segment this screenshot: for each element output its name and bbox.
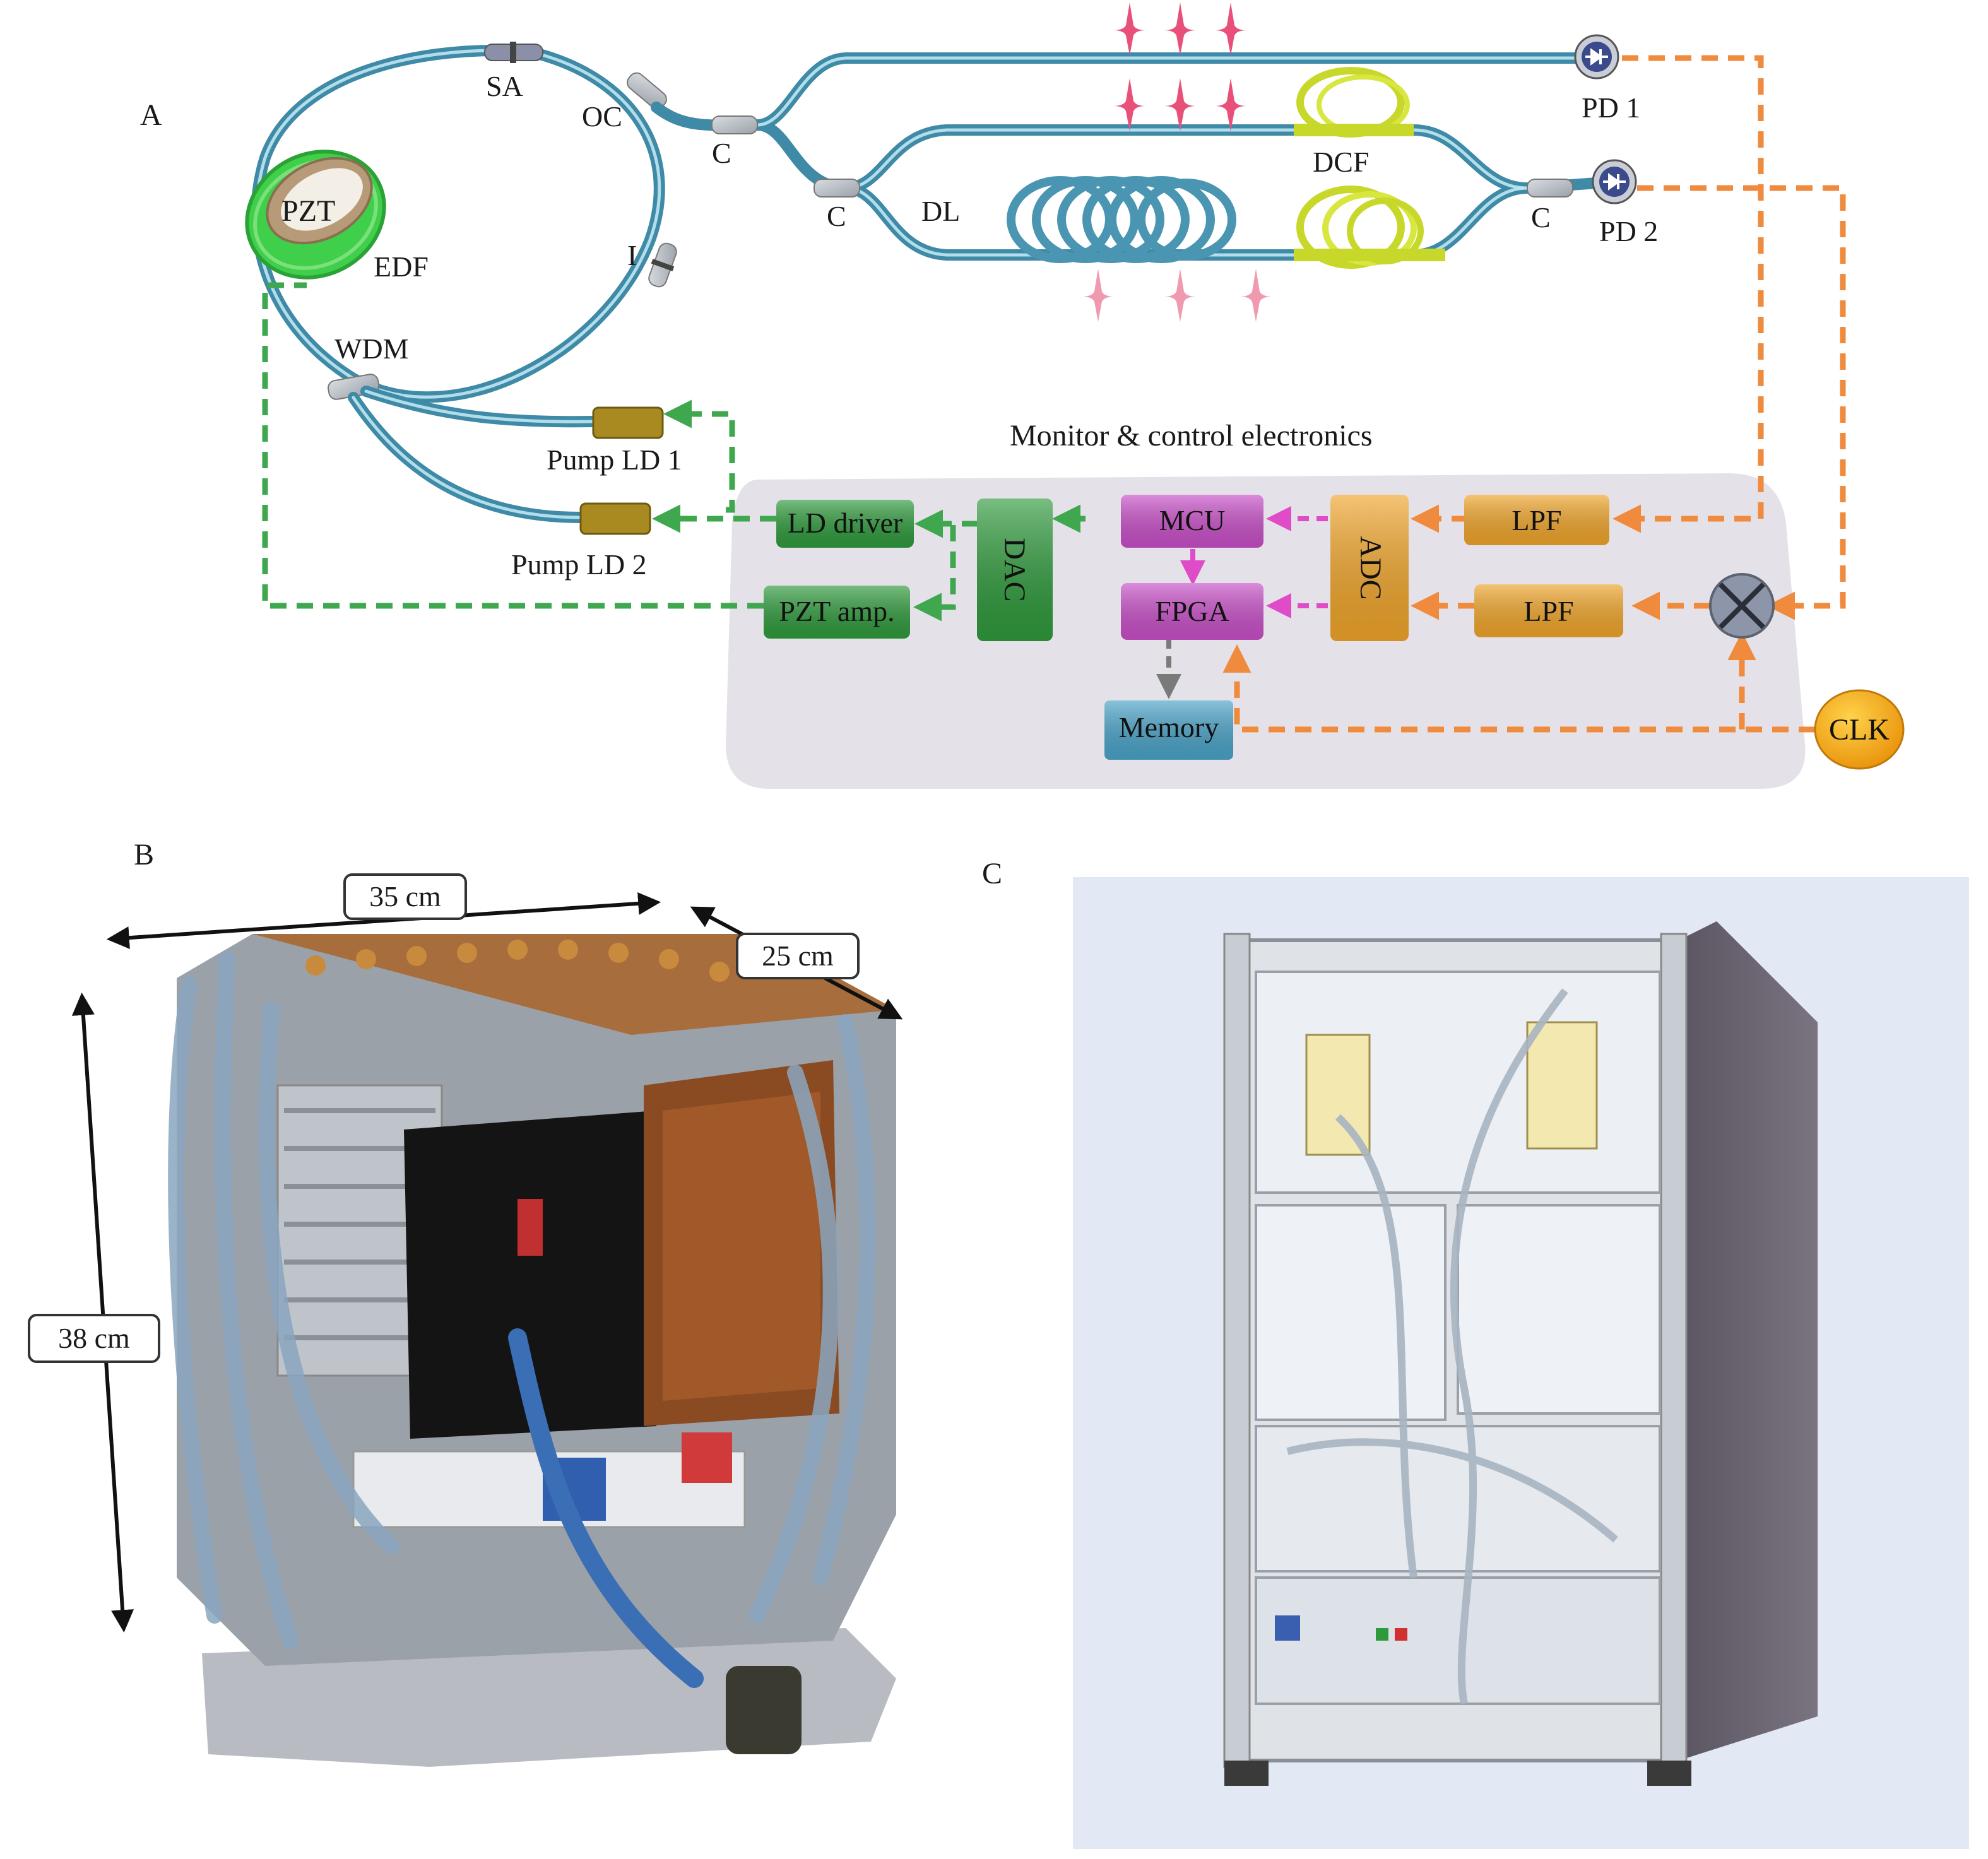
label-c-1: C — [712, 137, 731, 169]
isolator-component — [648, 242, 677, 288]
label-edf: EDF — [374, 251, 429, 283]
fpga-block: FPGA — [1121, 583, 1263, 640]
digital-lines — [1156, 506, 1328, 699]
label-pump-ld-2: Pump LD 2 — [511, 548, 647, 581]
lpf-block-2: LPF — [1474, 584, 1623, 637]
green-control-lines — [262, 282, 1086, 622]
coupler-1 — [711, 115, 758, 134]
pd1-icon — [1574, 34, 1619, 80]
orange-signal-lines — [1222, 55, 1846, 733]
dim-width-text: 35 cm — [369, 880, 441, 912]
lpf-block-1: LPF — [1464, 495, 1609, 545]
delay-line-coil — [1007, 176, 1236, 263]
mcu-label: MCU — [1159, 504, 1226, 536]
dac-block: DAC — [977, 499, 1053, 641]
dcf-coil-lower — [1294, 186, 1445, 269]
label-wdm: WDM — [334, 333, 409, 365]
dim-label-width: 35 cm — [343, 873, 467, 920]
pulse-train-bottom — [1082, 269, 1272, 322]
label-pd2: PD 2 — [1599, 215, 1658, 247]
label-dcf: DCF — [1313, 146, 1369, 178]
oc-component — [627, 72, 667, 110]
dim-label-height: 38 cm — [28, 1314, 160, 1363]
output-fibers — [651, 52, 1602, 261]
adc-label: ADC — [1354, 536, 1387, 599]
fpga-label: FPGA — [1155, 595, 1229, 627]
label-oc: OC — [582, 100, 622, 133]
width-arrow — [106, 892, 661, 950]
dim-label-depth: 25 cm — [736, 933, 860, 979]
coupler-3 — [1527, 179, 1573, 198]
pd2-icon — [1592, 159, 1637, 204]
pzt-amp-label: PZT amp. — [779, 595, 894, 627]
mcu-block: MCU — [1121, 495, 1263, 548]
label-c-2: C — [827, 200, 846, 232]
clk-label: CLK — [1829, 713, 1890, 747]
label-dl: DL — [921, 195, 960, 227]
panel-label-b: B — [134, 838, 154, 871]
lpf-label-1: LPF — [1512, 504, 1561, 536]
dac-label: DAC — [998, 538, 1031, 601]
photo-rack-system — [1073, 877, 1969, 1849]
pzt-amp-block: PZT amp. — [764, 586, 910, 639]
ld-driver-label: LD driver — [788, 507, 903, 539]
height-arrow — [71, 992, 134, 1633]
clk-block: CLK — [1814, 689, 1905, 770]
label-sa: SA — [486, 70, 523, 102]
pump-ld-2-block — [579, 502, 651, 535]
ld-driver-block: LD driver — [776, 500, 914, 548]
photo-compact-system — [168, 934, 896, 1767]
panel-label-c: C — [982, 857, 1002, 890]
adc-block: ADC — [1330, 495, 1409, 641]
memory-label: Memory — [1119, 711, 1219, 743]
mixer-icon — [1709, 573, 1775, 639]
coupler-2 — [814, 179, 860, 198]
dim-height-text: 38 cm — [58, 1322, 130, 1354]
label-i: I — [627, 239, 637, 271]
pump-ld-1-block — [592, 406, 664, 439]
dcf-coil-upper — [1294, 67, 1414, 138]
pzt-edf-coil — [245, 150, 386, 280]
pump-fibers — [348, 386, 599, 523]
label-pd1: PD 1 — [1582, 91, 1640, 124]
pulse-train-top — [1113, 3, 1247, 56]
pulse-train-middle — [1113, 78, 1247, 131]
label-c-3: C — [1531, 201, 1551, 233]
lpf-label-2: LPF — [1524, 595, 1573, 627]
panel-label-a: A — [140, 98, 162, 132]
label-pzt: PZT — [281, 194, 335, 228]
memory-block: Memory — [1104, 700, 1233, 760]
label-pump-ld-1: Pump LD 1 — [547, 444, 682, 476]
electronics-title: Monitor & control electronics — [1010, 419, 1373, 452]
sa-component — [484, 42, 543, 63]
dim-depth-text: 25 cm — [762, 940, 834, 972]
